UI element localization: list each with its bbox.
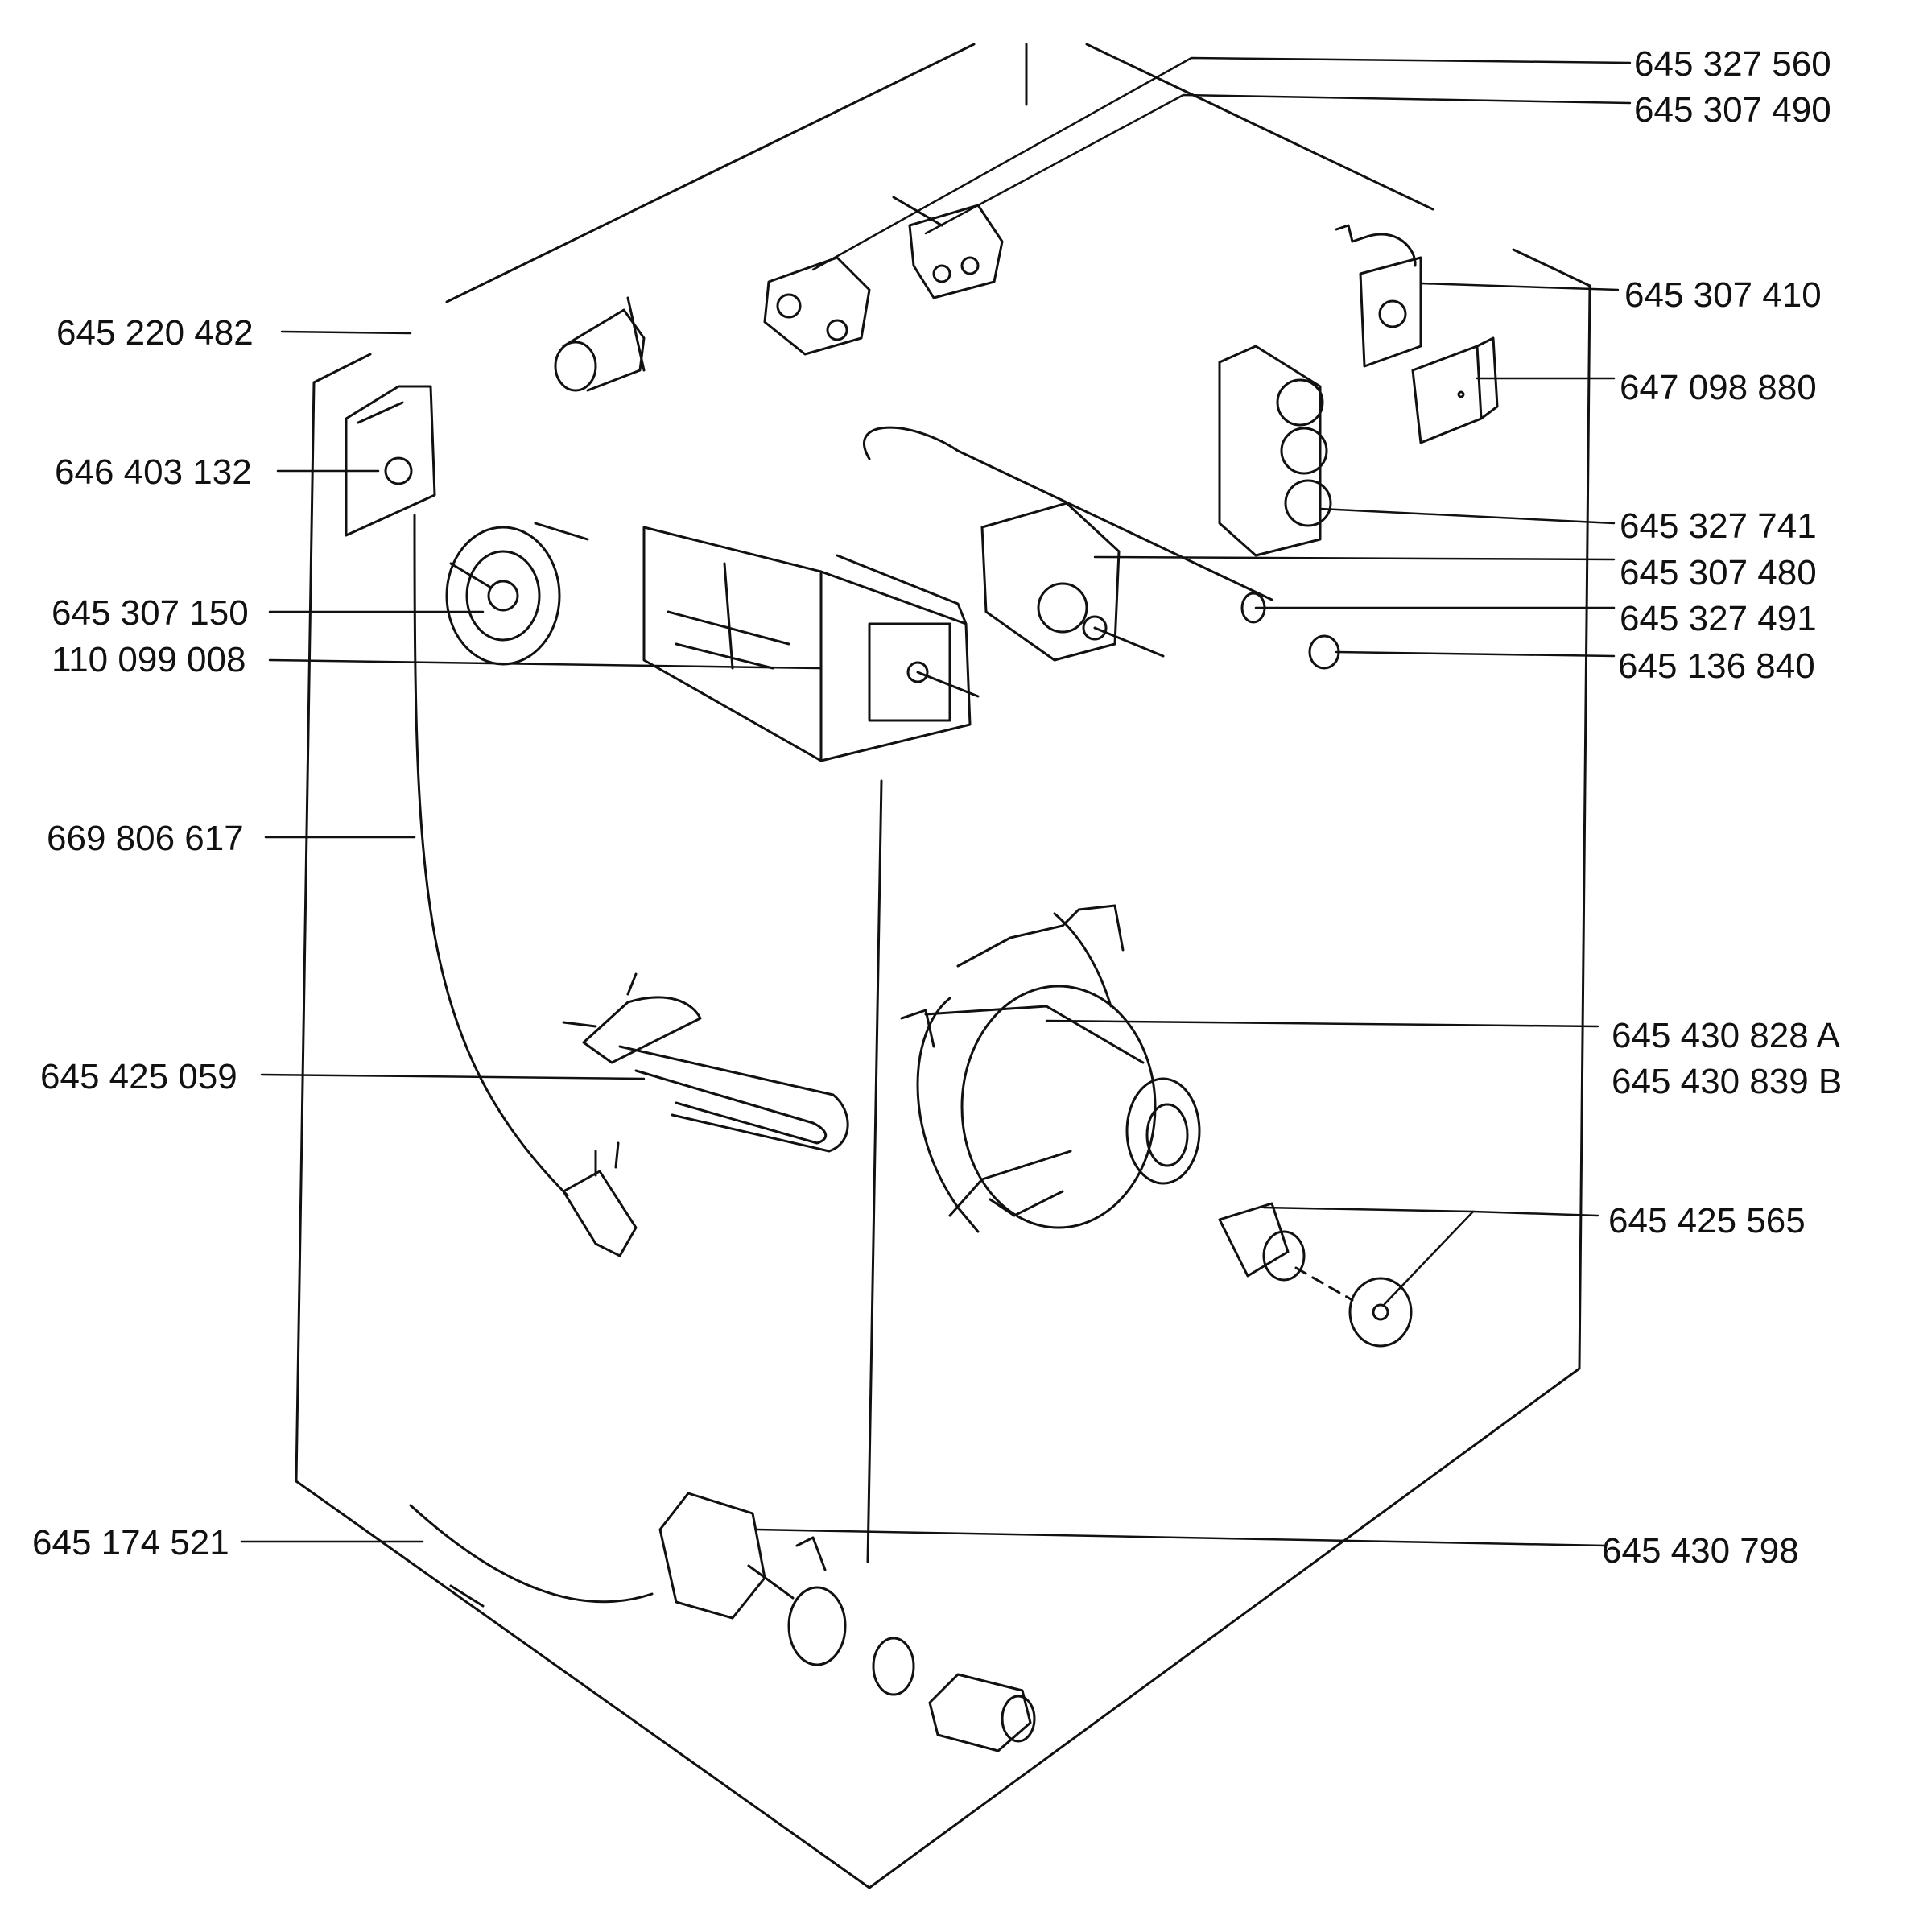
part-label-645-430-839-b: 645 430 839 B xyxy=(1612,1062,1843,1101)
pump-seal-ring xyxy=(872,1637,915,1696)
part-label-645-220-482: 645 220 482 xyxy=(56,313,254,353)
thermostat xyxy=(863,426,1273,662)
relay xyxy=(1335,224,1422,368)
part-label-645-327-560: 645 327 560 xyxy=(1634,44,1831,84)
part-label-645-307-490: 645 307 490 xyxy=(1634,90,1831,130)
part-label-645-136-840: 645 136 840 xyxy=(1618,646,1815,686)
part-label-645-327-491: 645 327 491 xyxy=(1620,599,1817,638)
part-label-645-307-410: 645 307 410 xyxy=(1624,275,1822,315)
pump-filter xyxy=(928,1673,1036,1752)
pushbutton-switch xyxy=(1218,345,1332,557)
part-label-645-425-059: 645 425 059 xyxy=(40,1057,237,1096)
indicator-lamp xyxy=(554,296,646,392)
part-label-110-099-008: 110 099 008 xyxy=(52,640,246,679)
part-label-645-425-565: 645 425 565 xyxy=(1608,1201,1806,1241)
inlet-valves xyxy=(763,196,1004,356)
drain-pump xyxy=(658,1492,847,1666)
door-switch xyxy=(345,385,436,537)
part-label-669-806-617: 669 806 617 xyxy=(47,819,244,858)
drive-motor xyxy=(900,904,1201,1233)
cabinet-outline xyxy=(295,43,1591,1889)
motor-pulley xyxy=(1294,1266,1413,1348)
mains-plug xyxy=(562,1141,638,1257)
power-cable xyxy=(413,514,569,1197)
part-label-645-307-150: 645 307 150 xyxy=(52,593,249,633)
part-label-646-403-132: 646 403 132 xyxy=(55,452,252,492)
program-timer xyxy=(642,526,980,762)
heating-element xyxy=(562,972,849,1153)
part-label-645-307-480: 645 307 480 xyxy=(1620,553,1817,592)
pressure-switch xyxy=(445,526,561,666)
mounting-bracket xyxy=(1411,336,1499,444)
part-label-645-430-828-a: 645 430 828 A xyxy=(1612,1016,1840,1055)
part-label-647-098-880: 647 098 880 xyxy=(1620,368,1817,407)
hose xyxy=(409,1504,654,1604)
carbon-brush xyxy=(1218,1202,1306,1282)
knob-cap xyxy=(1308,634,1340,670)
part-label-645-327-741: 645 327 741 xyxy=(1620,506,1817,546)
part-label-645-430-798: 645 430 798 xyxy=(1602,1531,1799,1571)
part-label-645-174-521: 645 174 521 xyxy=(32,1523,229,1563)
leader-lines xyxy=(240,56,1632,1547)
o-ring xyxy=(1240,592,1266,624)
